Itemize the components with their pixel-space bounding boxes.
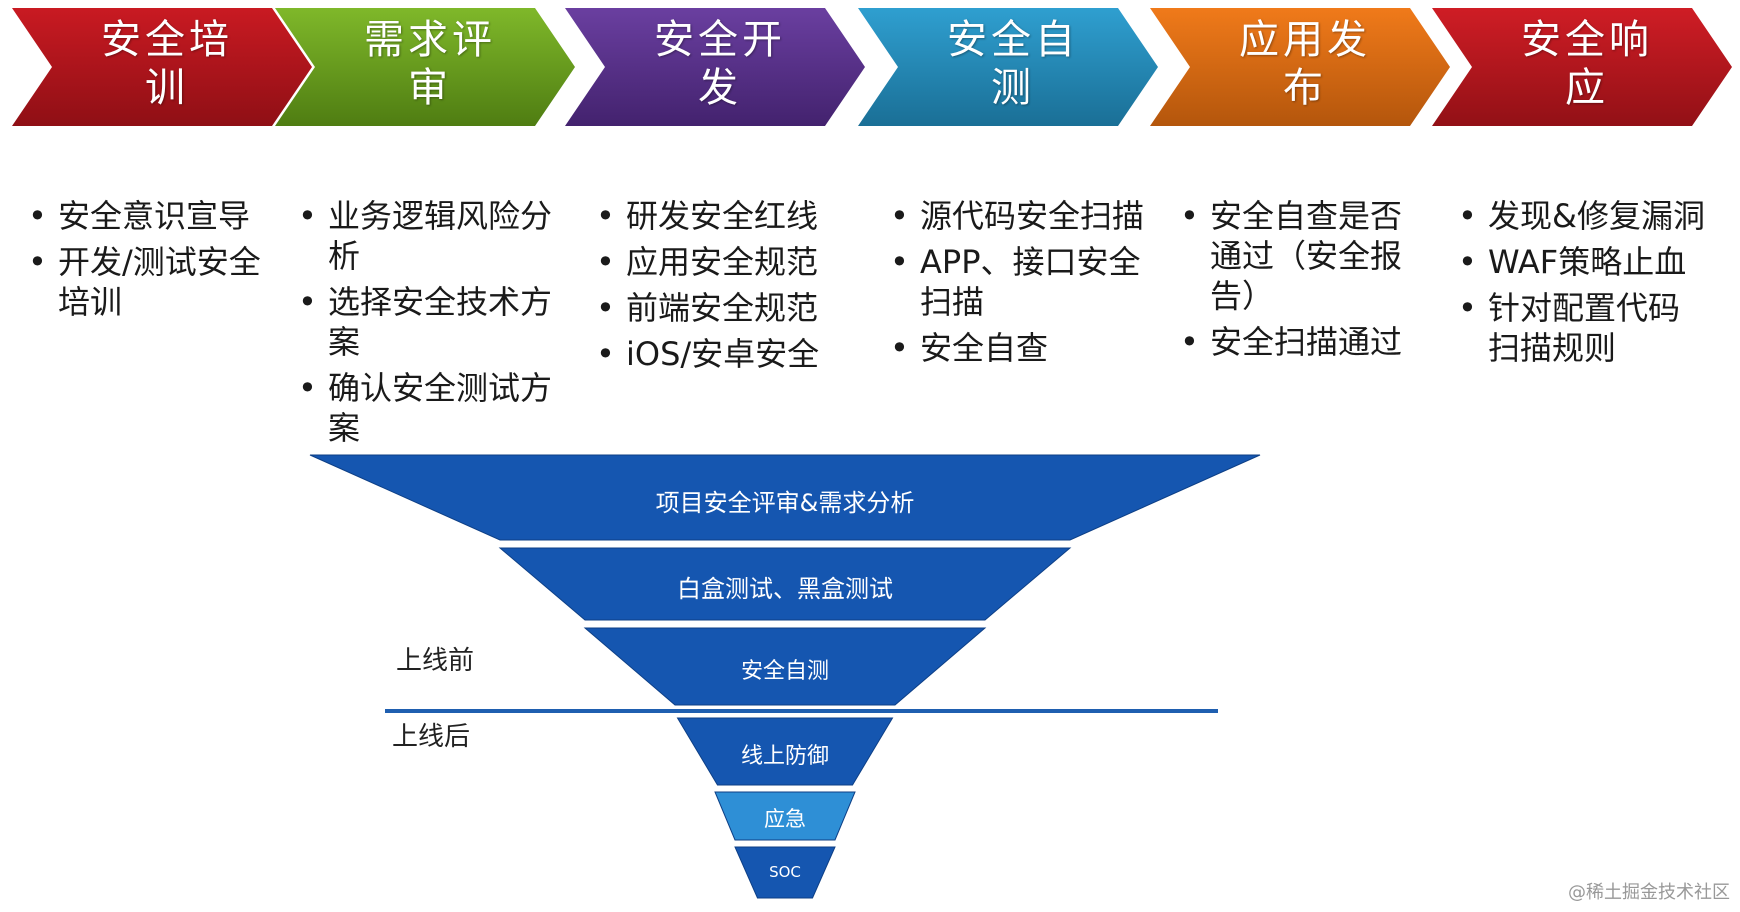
chevron-2 — [275, 8, 575, 126]
chevron-label-line2: 测 — [991, 65, 1035, 111]
chevron-label-2: 需求评审 — [320, 16, 540, 112]
stage-column-item: 安全自查 — [888, 328, 1148, 368]
chevron-label-4: 安全自测 — [903, 16, 1123, 112]
chevron-label-line1: 安全响 — [1521, 17, 1653, 63]
stage-column-item: 确认安全测试方案 — [296, 368, 556, 448]
stage-column-item: 应用安全规范 — [594, 242, 844, 282]
chevron-label-line2: 应 — [1565, 65, 1609, 111]
stage-column-item: 安全意识宣导 — [26, 196, 276, 236]
stage-column-item: 选择安全技术方案 — [296, 282, 556, 362]
stage-column-3: 研发安全红线应用安全规范前端安全规范 iOS/安卓安全 — [594, 196, 844, 380]
chevron-label-3: 安全开发 — [610, 16, 830, 112]
stage-column-6: 发现&修复漏洞 WAF策略止血针对配置代码扫描规则 — [1456, 196, 1706, 374]
pre-launch-label: 上线前 — [396, 646, 475, 676]
stage-column-5: 安全自查是否通过（安全报告） 安全扫描通过 — [1178, 196, 1428, 368]
stage-column-1: 安全意识宣导开发/测试安全培训 — [26, 196, 276, 328]
chevron-label-line1: 安全培 — [101, 17, 233, 63]
stage-column-item: 发现&修复漏洞 — [1456, 196, 1706, 236]
funnel-level-5 — [714, 791, 856, 841]
funnel-level-3 — [583, 627, 987, 706]
chevron-label-line2: 训 — [145, 65, 189, 111]
chevron-4 — [858, 8, 1158, 126]
chevron-1 — [12, 8, 312, 126]
chevron-label-6: 安全响应 — [1477, 16, 1697, 112]
funnel-level-label: 项目安全评审&需求分析 — [655, 488, 915, 517]
stage-column-item: 开发/测试安全培训 — [26, 242, 276, 322]
stage-column-2: 业务逻辑风险分析选择安全技术方案确认安全测试方案 — [296, 196, 556, 454]
funnel-level-label: 安全自测 — [740, 658, 830, 684]
stage-column-item: WAF策略止血 — [1456, 242, 1706, 282]
funnel-level-6 — [734, 846, 836, 899]
funnel-level-4 — [676, 717, 894, 786]
funnel-level-label: 线上防御 — [740, 743, 830, 769]
chevron-label-line2: 审 — [408, 65, 452, 111]
chevron-6 — [1432, 8, 1732, 126]
stage-column-item: 针对配置代码扫描规则 — [1456, 288, 1706, 368]
watermark: @稀土掘金技术社区 — [1568, 882, 1730, 903]
chevron-label-line1: 需求评 — [364, 17, 496, 63]
chevron-label-line1: 安全自 — [947, 17, 1079, 63]
funnel-level-label: 白盒测试、黑盒测试 — [677, 575, 893, 604]
stage-column-item: 业务逻辑风险分析 — [296, 196, 556, 276]
funnel-level-2 — [498, 547, 1072, 621]
chevron-5 — [1150, 8, 1450, 126]
stage-column-item: 安全扫描通过 — [1178, 322, 1428, 362]
stage-column-item: 前端安全规范 — [594, 288, 844, 328]
chevron-3 — [565, 8, 865, 126]
chevron-label-line1: 应用发 — [1239, 17, 1371, 63]
funnel-level-label: 应急 — [764, 806, 806, 831]
post-launch-label: 上线后 — [392, 722, 471, 752]
stage-column-item: iOS/安卓安全 — [594, 334, 844, 374]
stage-column-item: 研发安全红线 — [594, 196, 844, 236]
stage-column-item: 安全自查是否通过（安全报告） — [1178, 196, 1428, 316]
chevron-label-line1: 安全开 — [654, 17, 786, 63]
chevron-label-line2: 布 — [1283, 65, 1327, 111]
chevron-label-5: 应用发布 — [1195, 16, 1415, 112]
chevron-label-1: 安全培训 — [57, 16, 277, 112]
stage-column-item: APP、接口安全扫描 — [888, 242, 1148, 322]
stage-column-4: 源代码安全扫描 APP、接口安全扫描安全自查 — [888, 196, 1148, 374]
stage-column-item: 源代码安全扫描 — [888, 196, 1148, 236]
funnel-level-label: SOC — [769, 863, 801, 882]
chevron-label-line2: 发 — [698, 65, 742, 111]
funnel-level-1 — [309, 454, 1261, 541]
process-chevron-bar — [12, 8, 1732, 126]
